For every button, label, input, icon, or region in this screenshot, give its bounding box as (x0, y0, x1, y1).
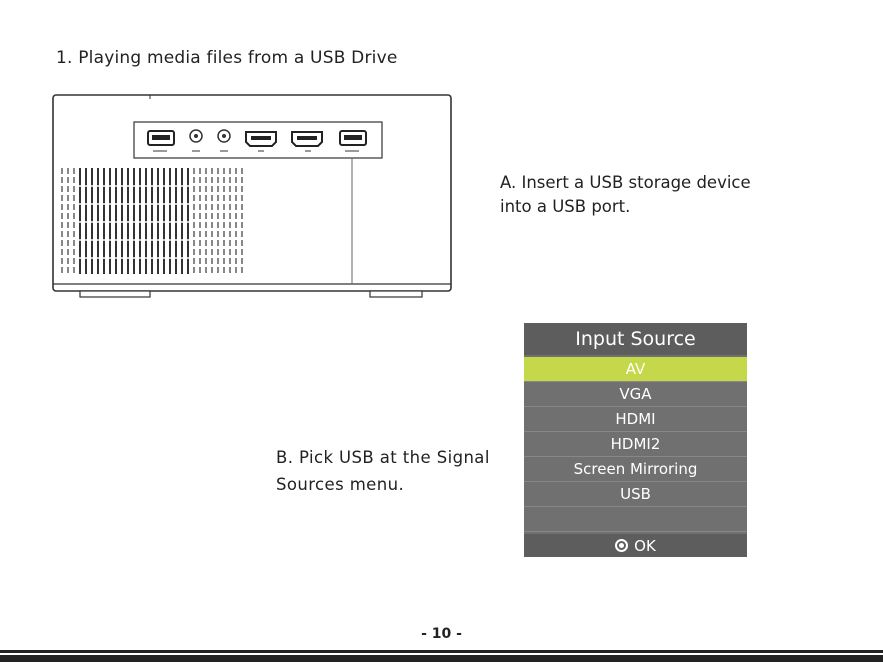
step-b-line1: B. Pick USB at the Signal (276, 444, 490, 471)
menu-item-empty (524, 507, 747, 532)
projector-rear-illustration (52, 94, 454, 304)
step-b-instruction: B. Pick USB at the Signal Sources menu. (276, 444, 490, 498)
step-a-instruction: A. Insert a USB storage device into a US… (500, 171, 751, 219)
projector-foot-left (80, 291, 150, 297)
menu-item-av[interactable]: AV (524, 357, 747, 382)
footer-rule-thin (0, 650, 883, 653)
menu-item-hdmi[interactable]: HDMI (524, 407, 747, 432)
menu-item-hdmi2[interactable]: HDMI2 (524, 432, 747, 457)
footer-rule-thick (0, 655, 883, 662)
page-number: - 10 - (0, 626, 883, 642)
input-source-menu: Input Source AV VGA HDMI HDMI2 Screen Mi… (524, 323, 747, 557)
menu-title: Input Source (524, 323, 747, 355)
ok-label: OK (634, 537, 656, 555)
step-a-line1: A. Insert a USB storage device (500, 171, 751, 195)
ok-button-icon (615, 539, 628, 552)
menu-item-usb[interactable]: USB (524, 482, 747, 507)
menu-footer: OK (524, 534, 747, 557)
menu-item-list: AV VGA HDMI HDMI2 Screen Mirroring USB (524, 355, 747, 532)
menu-item-screen-mirroring[interactable]: Screen Mirroring (524, 457, 747, 482)
section-heading: 1. Playing media files from a USB Drive (56, 48, 397, 68)
step-b-line2: Sources menu. (276, 471, 490, 498)
menu-item-vga[interactable]: VGA (524, 382, 747, 407)
projector-foot-right (370, 291, 422, 297)
step-a-line2: into a USB port. (500, 195, 751, 219)
